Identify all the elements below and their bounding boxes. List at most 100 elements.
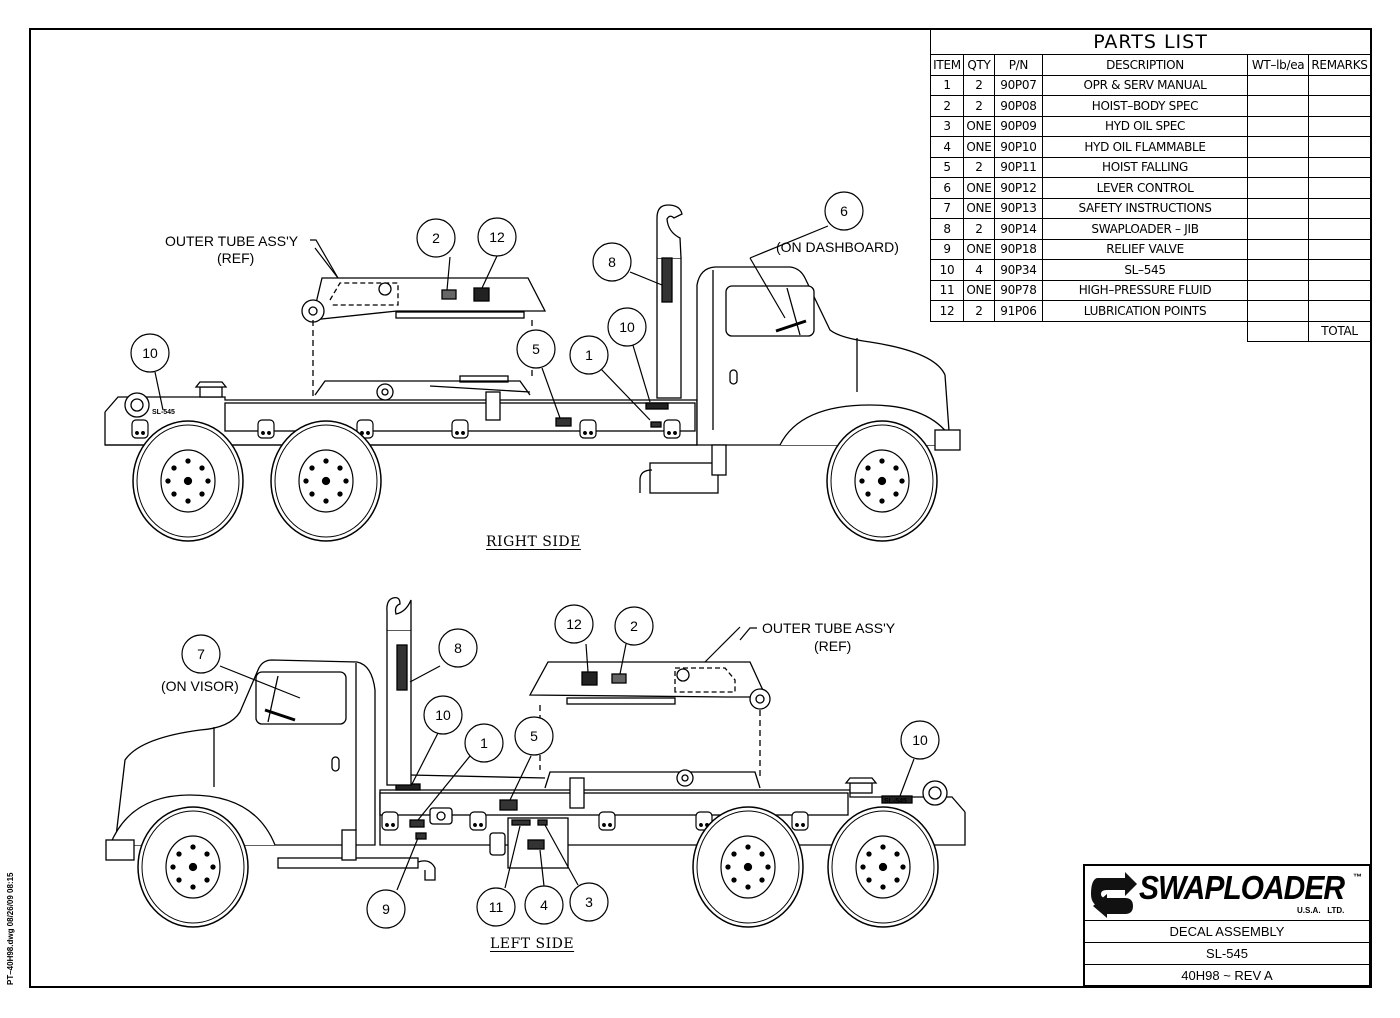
rs-balloon-2 <box>416 218 456 258</box>
trademark: ™ <box>1353 872 1362 882</box>
parts-cell-remarks <box>1308 279 1371 301</box>
model-number: SL-545 <box>1085 943 1369 965</box>
parts-list-header: ITEM QTY P/N DESCRIPTION WT–lb/ea REMARK… <box>930 54 1371 76</box>
parts-cell-wt <box>1247 300 1309 322</box>
balloon-label: 11 <box>489 899 504 915</box>
ls-balloon-2 <box>614 606 654 646</box>
parts-total-row: TOTAL <box>931 320 1371 342</box>
ls-decal-relief <box>415 832 427 840</box>
ls-wheel-rear-1 <box>692 806 804 928</box>
parts-cell-wt <box>1247 238 1309 260</box>
parts-cell-qty: 2 <box>962 74 995 96</box>
parts-cell-wt <box>1247 177 1309 199</box>
parts-list-table: PARTS LIST ITEM QTY P/N DESCRIPTION WT–l… <box>930 29 1371 342</box>
col-qty: QTY <box>962 54 995 76</box>
ls-outer-tube-ref: (REF) <box>814 638 852 654</box>
parts-cell-item: 11 <box>930 279 964 301</box>
rs-balloon-10-front <box>607 307 647 347</box>
parts-cell-wt <box>1247 136 1309 158</box>
rs-decal-sl545-front <box>645 402 669 410</box>
rs-outer-tube-label: OUTER TUBE ASS'Y <box>165 233 299 249</box>
col-item: ITEM <box>930 54 964 76</box>
ls-balloon-8 <box>438 628 478 668</box>
parts-cell-remarks <box>1308 238 1371 260</box>
balloon-label: 3 <box>585 894 593 910</box>
ls-outer-tube <box>528 661 768 698</box>
total-label: TOTAL <box>1308 320 1371 342</box>
parts-cell-wt <box>1247 95 1309 117</box>
balloon-label: 5 <box>532 341 540 357</box>
parts-cell-description: LUBRICATION POINTS <box>1041 300 1249 322</box>
right-side-title: RIGHT SIDE <box>486 534 581 550</box>
parts-cell-remarks <box>1308 197 1371 219</box>
balloon-label: 1 <box>585 347 593 363</box>
rs-balloon-12 <box>477 217 517 257</box>
ls-balloon-5 <box>514 716 554 756</box>
rs-balloon-10-rear <box>130 333 170 373</box>
ls-decal-oil-spec <box>537 819 548 826</box>
parts-cell-qty: ONE <box>962 238 995 260</box>
parts-cell-item: 9 <box>930 238 964 260</box>
balloon-label: 12 <box>489 229 505 245</box>
parts-cell-remarks <box>1308 156 1371 178</box>
parts-cell-wt <box>1247 156 1309 178</box>
parts-cell-remarks <box>1308 115 1371 137</box>
parts-cell-wt <box>1247 115 1309 137</box>
parts-cell-wt <box>1247 218 1309 240</box>
swaploader-arrows-icon <box>1091 872 1137 918</box>
ls-wheel-rear-2 <box>827 806 939 928</box>
parts-cell-pn: 90P08 <box>993 95 1043 117</box>
parts-cell-description: SAFETY INSTRUCTIONS <box>1041 197 1249 219</box>
balloon-label: 4 <box>540 897 548 913</box>
parts-cell-item: 2 <box>930 95 964 117</box>
parts-cell-wt <box>1247 197 1309 219</box>
parts-cell-qty: 2 <box>962 156 995 178</box>
left-side-view <box>105 596 966 928</box>
ls-callouts <box>219 626 915 891</box>
parts-cell-wt <box>1247 74 1309 96</box>
parts-cell-item: 7 <box>930 197 964 219</box>
parts-cell-pn: 91P06 <box>993 300 1043 322</box>
parts-cell-item: 8 <box>930 218 964 240</box>
parts-cell-description: HYD OIL SPEC <box>1041 115 1249 137</box>
rs-balloon-5 <box>516 329 556 369</box>
ls-balloon-10-rear <box>900 720 940 760</box>
ls-balloon-3 <box>569 882 609 922</box>
balloon-label: 10 <box>912 732 928 748</box>
parts-cell-qty: 2 <box>962 218 995 240</box>
balloon-label: 2 <box>630 618 638 634</box>
parts-cell-qty: ONE <box>962 279 995 301</box>
parts-cell-wt <box>1247 279 1309 301</box>
parts-cell-description: SL–545 <box>1041 259 1249 281</box>
ls-balloon-7 <box>181 634 221 674</box>
rs-balloon-6 <box>824 191 864 231</box>
balloon-label: 10 <box>619 319 635 335</box>
parts-cell-item: 4 <box>930 136 964 158</box>
parts-cell-pn: 90P12 <box>993 177 1043 199</box>
ls-frame-decal-text: SL-545 <box>884 798 907 805</box>
title-block: SWAPLOADER ™ U.S.A. LTD. DECAL ASSEMBLY … <box>1083 864 1371 987</box>
balloon-label: 10 <box>142 345 158 361</box>
parts-cell-qty: 2 <box>962 95 995 117</box>
parts-cell-qty: ONE <box>962 197 995 219</box>
rs-wheel-rear-1 <box>132 420 244 542</box>
visor-note: (ON VISOR) <box>161 678 239 694</box>
parts-cell-item: 1 <box>930 74 964 96</box>
ls-tail-light <box>922 780 948 806</box>
rs-decal-jib <box>661 257 673 303</box>
balloon-label: 1 <box>480 735 488 751</box>
col-pn: P/N <box>993 54 1043 76</box>
rs-decal-lube <box>473 287 490 302</box>
sheet-border <box>29 28 1372 988</box>
parts-cell-remarks <box>1308 95 1371 117</box>
parts-cell-remarks <box>1308 74 1371 96</box>
rs-decal-hoist-body <box>441 289 457 300</box>
left-side-title: LEFT SIDE <box>490 936 575 952</box>
right-side-view <box>104 204 961 542</box>
